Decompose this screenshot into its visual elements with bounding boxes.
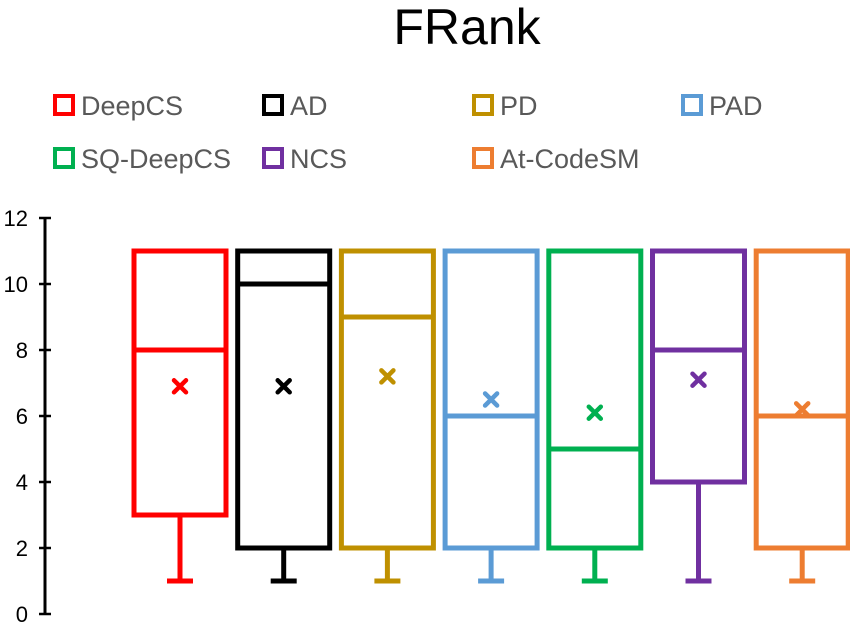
y-tick-label: 4 [16,470,28,495]
legend-label: At-CodeSM [500,144,640,174]
iqr-box [131,248,229,518]
legend-label: SQ-DeepCS [81,144,231,174]
y-tick-label: 8 [16,338,28,363]
box-ncs [650,248,747,584]
legend-swatch [262,94,284,116]
legend: DeepCS AD PD PAD SQ-DeepCS NCS At-CodeSM [53,91,763,174]
box-pd [338,248,436,584]
legend-label: NCS [290,144,347,174]
y-tick-label: 10 [4,272,28,297]
legend-label: PAD [709,91,763,121]
legend-swatch [472,94,494,116]
y-tick-label: 0 [16,602,28,626]
iqr-box [650,248,747,485]
legend-swatch [472,147,494,169]
iqr-box [442,248,540,551]
mean-marker [793,401,811,418]
box-sq-deepcs [546,248,644,584]
box-at-codesm [753,248,850,584]
legend-label: DeepCS [81,91,183,121]
y-tick-label: 12 [4,206,28,231]
mean-marker [379,368,396,385]
box-ad [235,248,333,584]
legend-swatch [53,147,75,169]
legend-label: PD [500,91,538,121]
mean-marker [482,391,500,408]
box-deepcs [131,248,229,584]
mean-marker [275,378,292,395]
iqr-box [235,248,333,551]
iqr-box [753,248,850,551]
iqr-box [546,248,644,551]
mean-marker [690,371,707,388]
legend-swatch [53,94,75,116]
box-pad [442,248,540,584]
mean-marker [171,378,189,395]
mean-marker [586,404,604,421]
y-tick-label: 6 [16,404,28,429]
legend-swatch [262,147,284,169]
y-axis: 0 2 4 6 8 10 12 [4,206,51,626]
legend-label: AD [290,91,328,121]
y-tick-label: 2 [16,536,28,561]
plot-area [131,248,850,584]
chart-title: FRank [393,0,541,55]
legend-swatch [681,94,703,116]
iqr-box [338,248,436,551]
